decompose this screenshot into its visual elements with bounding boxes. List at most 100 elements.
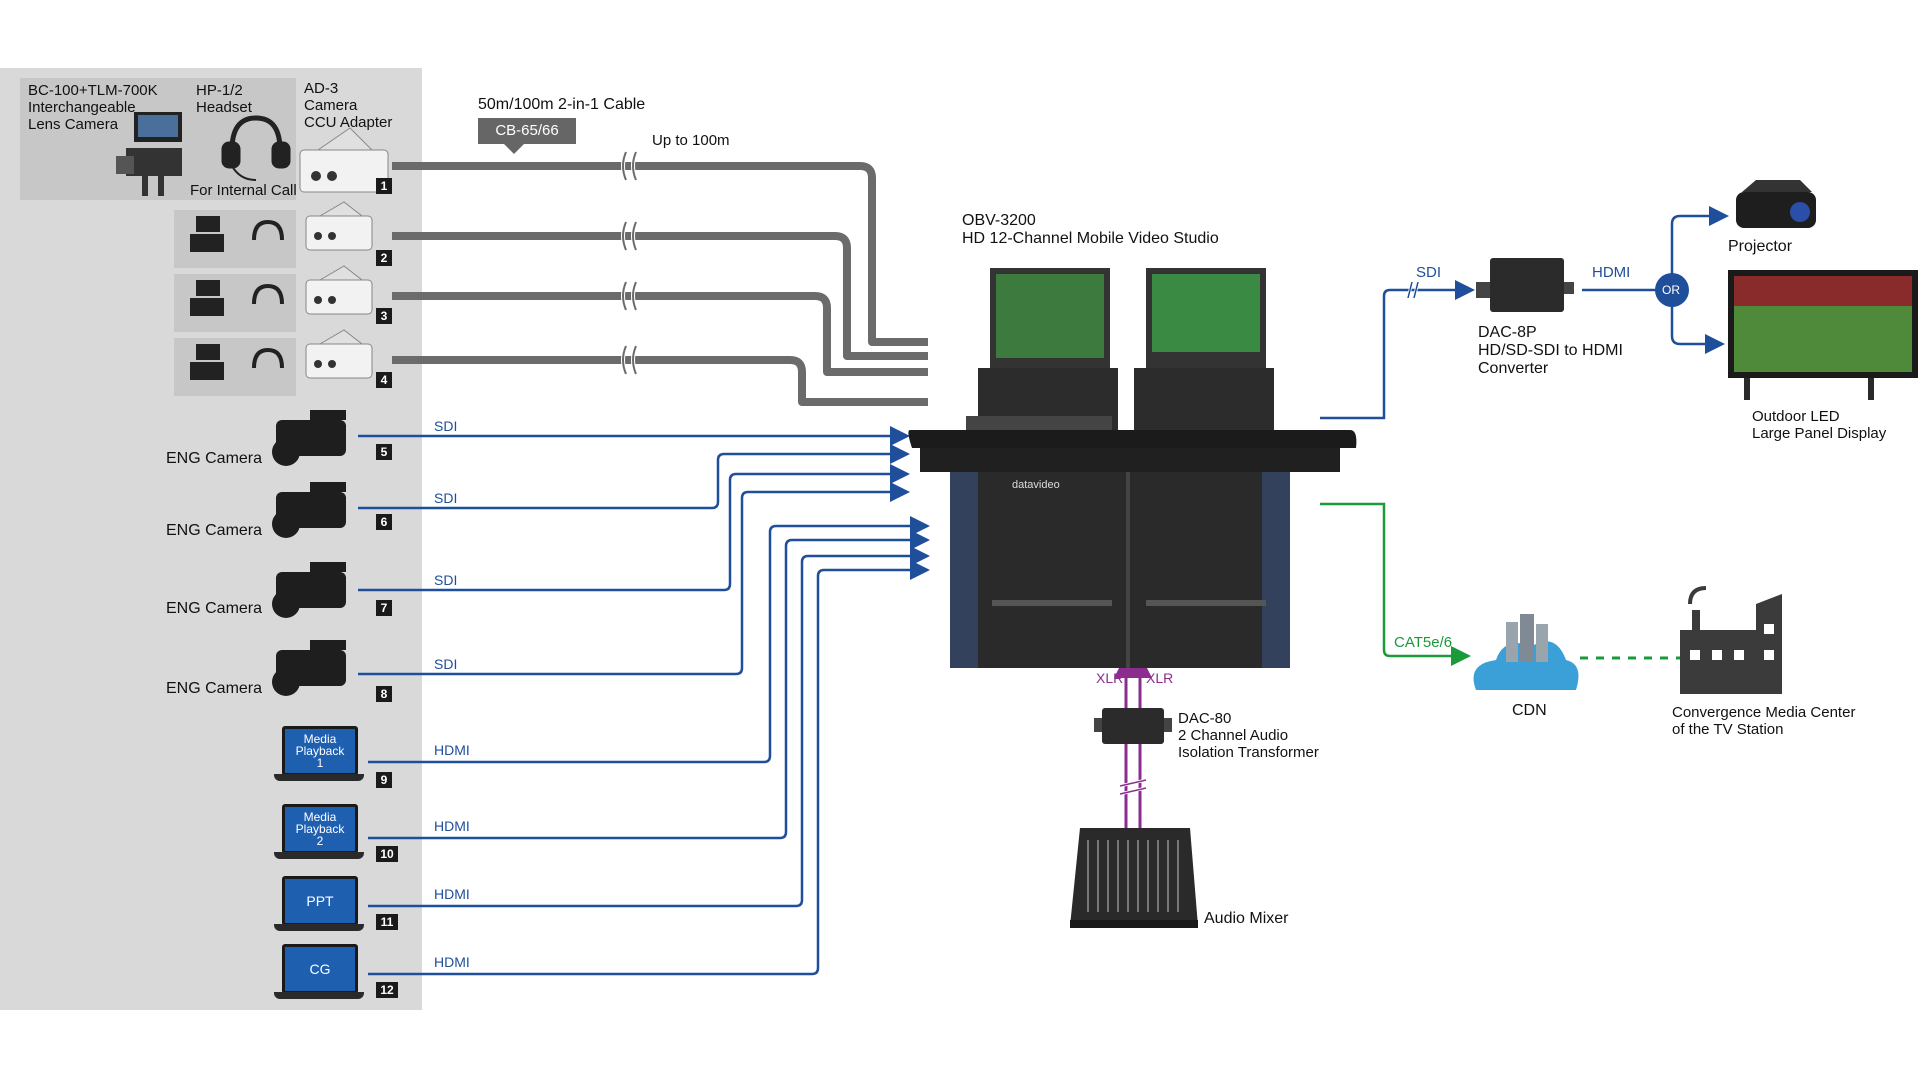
eng-camera-icons — [272, 410, 346, 696]
obv3200-studio-icon — [908, 268, 1357, 668]
hdmi-out-label: HDMI — [1592, 264, 1631, 281]
laptop-1-line-3: 1 — [316, 756, 324, 770]
number-badge-8: 8 — [376, 686, 392, 702]
led-display-icon — [1728, 270, 1918, 400]
media-center-line-1: Convergence Media Center — [1672, 704, 1856, 721]
bc100-label: BC-100+TLM-700K Interchangeable Lens Cam… — [28, 82, 158, 133]
bc100-label-line-3: Lens Camera — [28, 116, 119, 133]
ccu-cable-4 — [392, 356, 928, 406]
line-6 — [358, 444, 910, 510]
laptop-ppt: PPT — [274, 876, 364, 931]
dac80-label-line-3: Isolation Transformer — [1178, 744, 1319, 761]
led-label: Outdoor LED Large Panel Display — [1752, 408, 1886, 442]
cable-model-box: CB-65/66 — [478, 118, 576, 144]
internal-call-label: For Internal Call — [190, 182, 297, 199]
dac80-transformer-icon — [1094, 708, 1172, 744]
led-label-line-1: Outdoor LED — [1752, 408, 1840, 425]
ad3-label-line-3: CCU Adapter — [304, 114, 393, 131]
headset-label-line-1: HP-1/2 — [196, 82, 243, 99]
dac80-label: DAC-80 2 Channel Audio Isolation Transfo… — [1178, 710, 1319, 761]
bc100-label-line-2: Interchangeable — [28, 99, 136, 116]
laptop-base-1 — [274, 774, 364, 781]
laptop-base-2 — [274, 852, 364, 859]
line-10 — [368, 530, 930, 840]
projector-label: Projector — [1728, 238, 1793, 255]
number-badge-11: 11 — [376, 914, 398, 930]
number-badge-9: 9 — [376, 772, 392, 788]
bc100-camera-icon — [116, 112, 182, 196]
ccu-cable-2 — [392, 232, 928, 360]
number-badge-7: 7 — [376, 600, 392, 616]
link-label-12: HDMI — [434, 954, 470, 970]
studio-brand: datavideo — [1012, 479, 1060, 491]
audio-mixer-label: Audio Mixer — [1204, 910, 1289, 927]
laptop-screen-4: CG — [282, 944, 358, 994]
studio-model: OBV-3200 — [962, 212, 1036, 229]
laptop-screen-3: PPT — [282, 876, 358, 926]
number-badge-5: 5 — [376, 444, 392, 460]
dac8p-label-line-3: Converter — [1478, 360, 1549, 377]
number-badge-10: 10 — [376, 846, 398, 862]
ad3-label-line-2: Camera — [304, 97, 358, 114]
number-badge-3: 3 — [376, 308, 392, 324]
laptop-2-line-3: 2 — [316, 834, 324, 848]
ad3-label: AD-3 Camera CCU Adapter — [304, 80, 392, 131]
dac8p-label-line-2: HD/SD-SDI to HDMI — [1478, 342, 1623, 359]
cable-title: 50m/100m 2-in-1 Cable — [478, 96, 646, 113]
laptop-base-3 — [274, 924, 364, 931]
eng-camera-label-7: ENG Camera — [166, 600, 263, 617]
media-center-label: Convergence Media Center of the TV Stati… — [1672, 704, 1855, 738]
line-8 — [358, 482, 910, 676]
ccu-cable-1 — [392, 162, 928, 346]
dac8p-label-line-1: DAC-8P — [1478, 324, 1537, 341]
line-12 — [368, 560, 930, 976]
line-projector — [1670, 206, 1729, 274]
dac80-label-line-2: 2 Channel Audio — [1178, 727, 1289, 744]
eng-camera-label-8: ENG Camera — [166, 680, 263, 697]
sdi-out-label: SDI — [1416, 264, 1442, 281]
line-7 — [358, 464, 910, 592]
cdn-label: CDN — [1512, 702, 1547, 719]
link-label-10: HDMI — [434, 818, 470, 834]
dac80-label-line-1: DAC-80 — [1178, 710, 1232, 727]
cat-label: CAT5e/6 — [1394, 634, 1453, 651]
laptop-1-line-2: Playback — [295, 744, 345, 758]
headset-label-line-2: Headset — [196, 99, 252, 116]
line-sdi-out — [1320, 280, 1475, 420]
cable-break-marks — [621, 151, 638, 375]
ccu-camera-headset-icons — [190, 216, 284, 380]
laptop-2-line-2: Playback — [295, 822, 345, 836]
ccu-cable-3 — [392, 292, 928, 376]
line-11 — [368, 546, 930, 908]
xlr-left-label: XLR — [1096, 670, 1124, 686]
media-center-building-icon — [1680, 586, 1782, 694]
number-badge-12: 12 — [376, 982, 398, 998]
link-label-8: SDI — [434, 656, 458, 672]
eng-camera-label-5: ENG Camera — [166, 450, 263, 467]
bc100-label-line-1: BC-100+TLM-700K — [28, 82, 158, 99]
cable-distance: Up to 100m — [652, 132, 730, 149]
cable-model-pointer — [504, 144, 524, 154]
number-badge-1: 1 — [376, 178, 392, 194]
line-cat — [1320, 502, 1471, 666]
ad3-adapter-icons — [299, 127, 389, 379]
eng-camera-label-6: ENG Camera — [166, 522, 263, 539]
headset-icon — [221, 115, 291, 181]
link-label-5: SDI — [434, 418, 458, 434]
number-badge-2: 2 — [376, 250, 392, 266]
audio-mixer-icon — [1070, 828, 1198, 928]
media-center-line-2: of the TV Station — [1672, 721, 1784, 738]
number-badge-4: 4 — [376, 372, 392, 388]
dac8p-label: DAC-8P HD/SD-SDI to HDMI Converter — [1478, 324, 1623, 378]
link-label-7: SDI — [434, 572, 458, 588]
laptop-3-line-1: PPT — [306, 893, 334, 909]
ad3-label-line-1: AD-3 — [304, 80, 339, 97]
laptop-cg: CG — [274, 944, 364, 999]
or-label: OR — [1662, 283, 1680, 297]
link-label-9: HDMI — [434, 742, 470, 758]
input-lines — [358, 426, 930, 976]
